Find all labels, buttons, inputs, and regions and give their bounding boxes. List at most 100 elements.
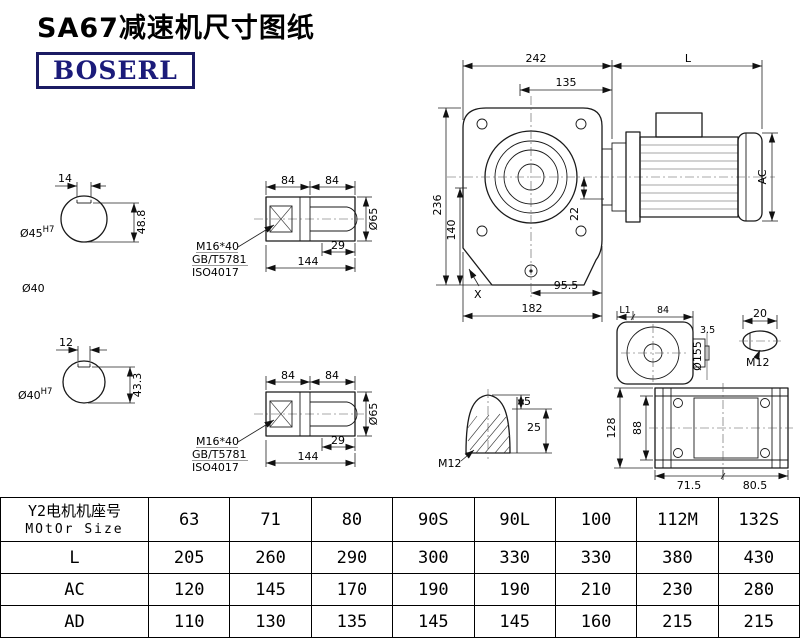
dim-88: 88 — [631, 421, 644, 435]
dim-L1: L1 — [619, 305, 630, 316]
value-cell: 290 — [310, 541, 394, 574]
value-cell: 280 — [717, 573, 800, 606]
dim-20: 20 — [753, 307, 767, 320]
label-dia40: Ø40 — [22, 282, 45, 295]
motor-size-table: Y2电机机座号 MOtOr Size 63 71 80 90S 90L 100 … — [0, 497, 800, 638]
label-X: X — [474, 288, 482, 301]
row-label: L — [0, 541, 149, 574]
dim-keyway-width-bottom: 12 — [59, 336, 73, 349]
dim-shaft-height-bottom: 43.3 — [131, 373, 144, 398]
shaft-end-view-bottom: 12 Ø40H7 43.3 — [18, 336, 144, 404]
dim-135: 135 — [556, 76, 577, 89]
dim-144: 144 — [298, 255, 319, 268]
dim-29: 29 — [331, 434, 345, 447]
value-cell: 430 — [717, 541, 800, 574]
dim-236: 236 — [431, 195, 444, 216]
label-M12-side: M12 — [746, 356, 770, 369]
gearbox-bottom-view: 128 88 71.5 80.5 — [605, 383, 793, 492]
dim-shaft-diameter-top: Ø45H7 — [20, 225, 54, 240]
table-row-sizes: Y2电机机座号 MOtOr Size 63 71 80 90S 90L 100 … — [0, 497, 800, 542]
value-cell: 110 — [147, 605, 231, 638]
value-cell: 170 — [310, 573, 394, 606]
dim-182: 182 — [522, 302, 543, 315]
dim-95-5: 95.5 — [554, 279, 579, 292]
table-row-L: L 205 260 290 300 330 330 380 430 — [0, 541, 800, 574]
value-cell: 205 — [147, 541, 231, 574]
value-cell: 145 — [473, 605, 556, 638]
shaft-assembly-view-bottom: 84 84 29 144 Ø65 M16*40 GB/T5781 ISO4017 — [192, 369, 380, 474]
plug-detail-view: 5 25 M12 — [438, 389, 552, 470]
dim-25: 25 — [527, 421, 541, 434]
value-cell: 130 — [229, 605, 312, 638]
dim-29: 29 — [331, 239, 345, 252]
size-cell: 100 — [554, 497, 638, 542]
dim-84-left: 84 — [281, 174, 295, 187]
bolt-spec-line3: ISO4017 — [192, 266, 239, 279]
dim-AC: AC — [756, 169, 769, 184]
dim-shaft-diameter-bottom: Ø40H7 — [18, 387, 52, 402]
table-row-AD: AD 110 130 135 145 145 160 215 215 — [0, 605, 800, 638]
dim-dia65: Ø65 — [367, 403, 380, 426]
value-cell: 230 — [636, 573, 719, 606]
value-cell: 260 — [229, 541, 312, 574]
size-cell: 90S — [392, 497, 475, 542]
gearbox-side-view: L1 84 3.5 20 Ø155 M12 — [616, 305, 781, 385]
bolt-spec-line2: GB/T5781 — [192, 253, 247, 266]
dim-71-5: 71.5 — [677, 479, 702, 492]
dim-5: 5 — [524, 395, 531, 408]
value-cell: 120 — [147, 573, 231, 606]
dim-shaft-height-top: 48.8 — [135, 210, 148, 235]
gearbox-front-view: 242 L 135 236 140 22 AC 95.5 182 X — [431, 52, 778, 322]
dim-144: 144 — [298, 450, 319, 463]
shaft-assembly-view-top: 84 84 29 144 Ø65 M16*40 GB/T5781 ISO4017 — [192, 174, 380, 279]
dim-140: 140 — [445, 220, 458, 241]
dia-tolerance: H7 — [43, 225, 55, 235]
motor-frame-label-cn: Y2电机机座号 — [27, 502, 122, 520]
shaft-end-view-top: 14 Ø45H7 48.8 — [20, 172, 148, 243]
value-cell: 160 — [554, 605, 638, 638]
size-cell: 80 — [310, 497, 394, 542]
dim-22: 22 — [568, 207, 581, 221]
row-label: AD — [0, 605, 149, 638]
size-cell: 71 — [229, 497, 312, 542]
label-M12-plug: M12 — [438, 457, 462, 470]
table-row-AC: AC 120 145 170 190 190 210 230 280 — [0, 573, 800, 606]
value-cell: 190 — [392, 573, 475, 606]
row-label: AC — [0, 573, 149, 606]
technical-drawing-canvas: 14 Ø45H7 48.8 Ø40 12 Ø40H7 43.3 — [18, 52, 793, 492]
bolt-spec-line3: ISO4017 — [192, 461, 239, 474]
dim-dia65: Ø65 — [367, 208, 380, 231]
value-cell: 215 — [636, 605, 719, 638]
page-title: SA67减速机尺寸图纸 — [37, 13, 315, 44]
dia-tolerance: H7 — [41, 387, 53, 397]
value-cell: 145 — [229, 573, 312, 606]
bolt-spec-line2: GB/T5781 — [192, 448, 247, 461]
size-cell: 112M — [636, 497, 719, 542]
brand-logo: BOSERL — [36, 52, 195, 89]
bolt-spec-line1: M16*40 — [196, 435, 239, 448]
dim-84-side: 84 — [657, 305, 669, 316]
table-header-cell: Y2电机机座号 MOtOr Size — [0, 497, 149, 542]
dim-80-5: 80.5 — [743, 479, 768, 492]
value-cell: 330 — [473, 541, 556, 574]
value-cell: 215 — [717, 605, 800, 638]
size-cell: 63 — [147, 497, 231, 542]
size-cell: 90L — [473, 497, 556, 542]
value-cell: 210 — [554, 573, 638, 606]
value-cell: 300 — [392, 541, 475, 574]
value-cell: 380 — [636, 541, 719, 574]
value-cell: 135 — [310, 605, 394, 638]
dim-dia155: Ø155 — [691, 341, 704, 371]
dim-84-right: 84 — [325, 174, 339, 187]
value-cell: 145 — [392, 605, 475, 638]
dim-84-right: 84 — [325, 369, 339, 382]
dia-value: Ø45 — [20, 227, 43, 240]
dim-84-left: 84 — [281, 369, 295, 382]
dim-128: 128 — [605, 418, 618, 439]
dim-keyway-width-top: 14 — [58, 172, 72, 185]
dia-value: Ø40 — [18, 389, 41, 402]
dim-L: L — [685, 52, 692, 65]
bolt-spec-line1: M16*40 — [196, 240, 239, 253]
value-cell: 330 — [554, 541, 638, 574]
brand-logo-text: BOSERL — [53, 56, 178, 85]
